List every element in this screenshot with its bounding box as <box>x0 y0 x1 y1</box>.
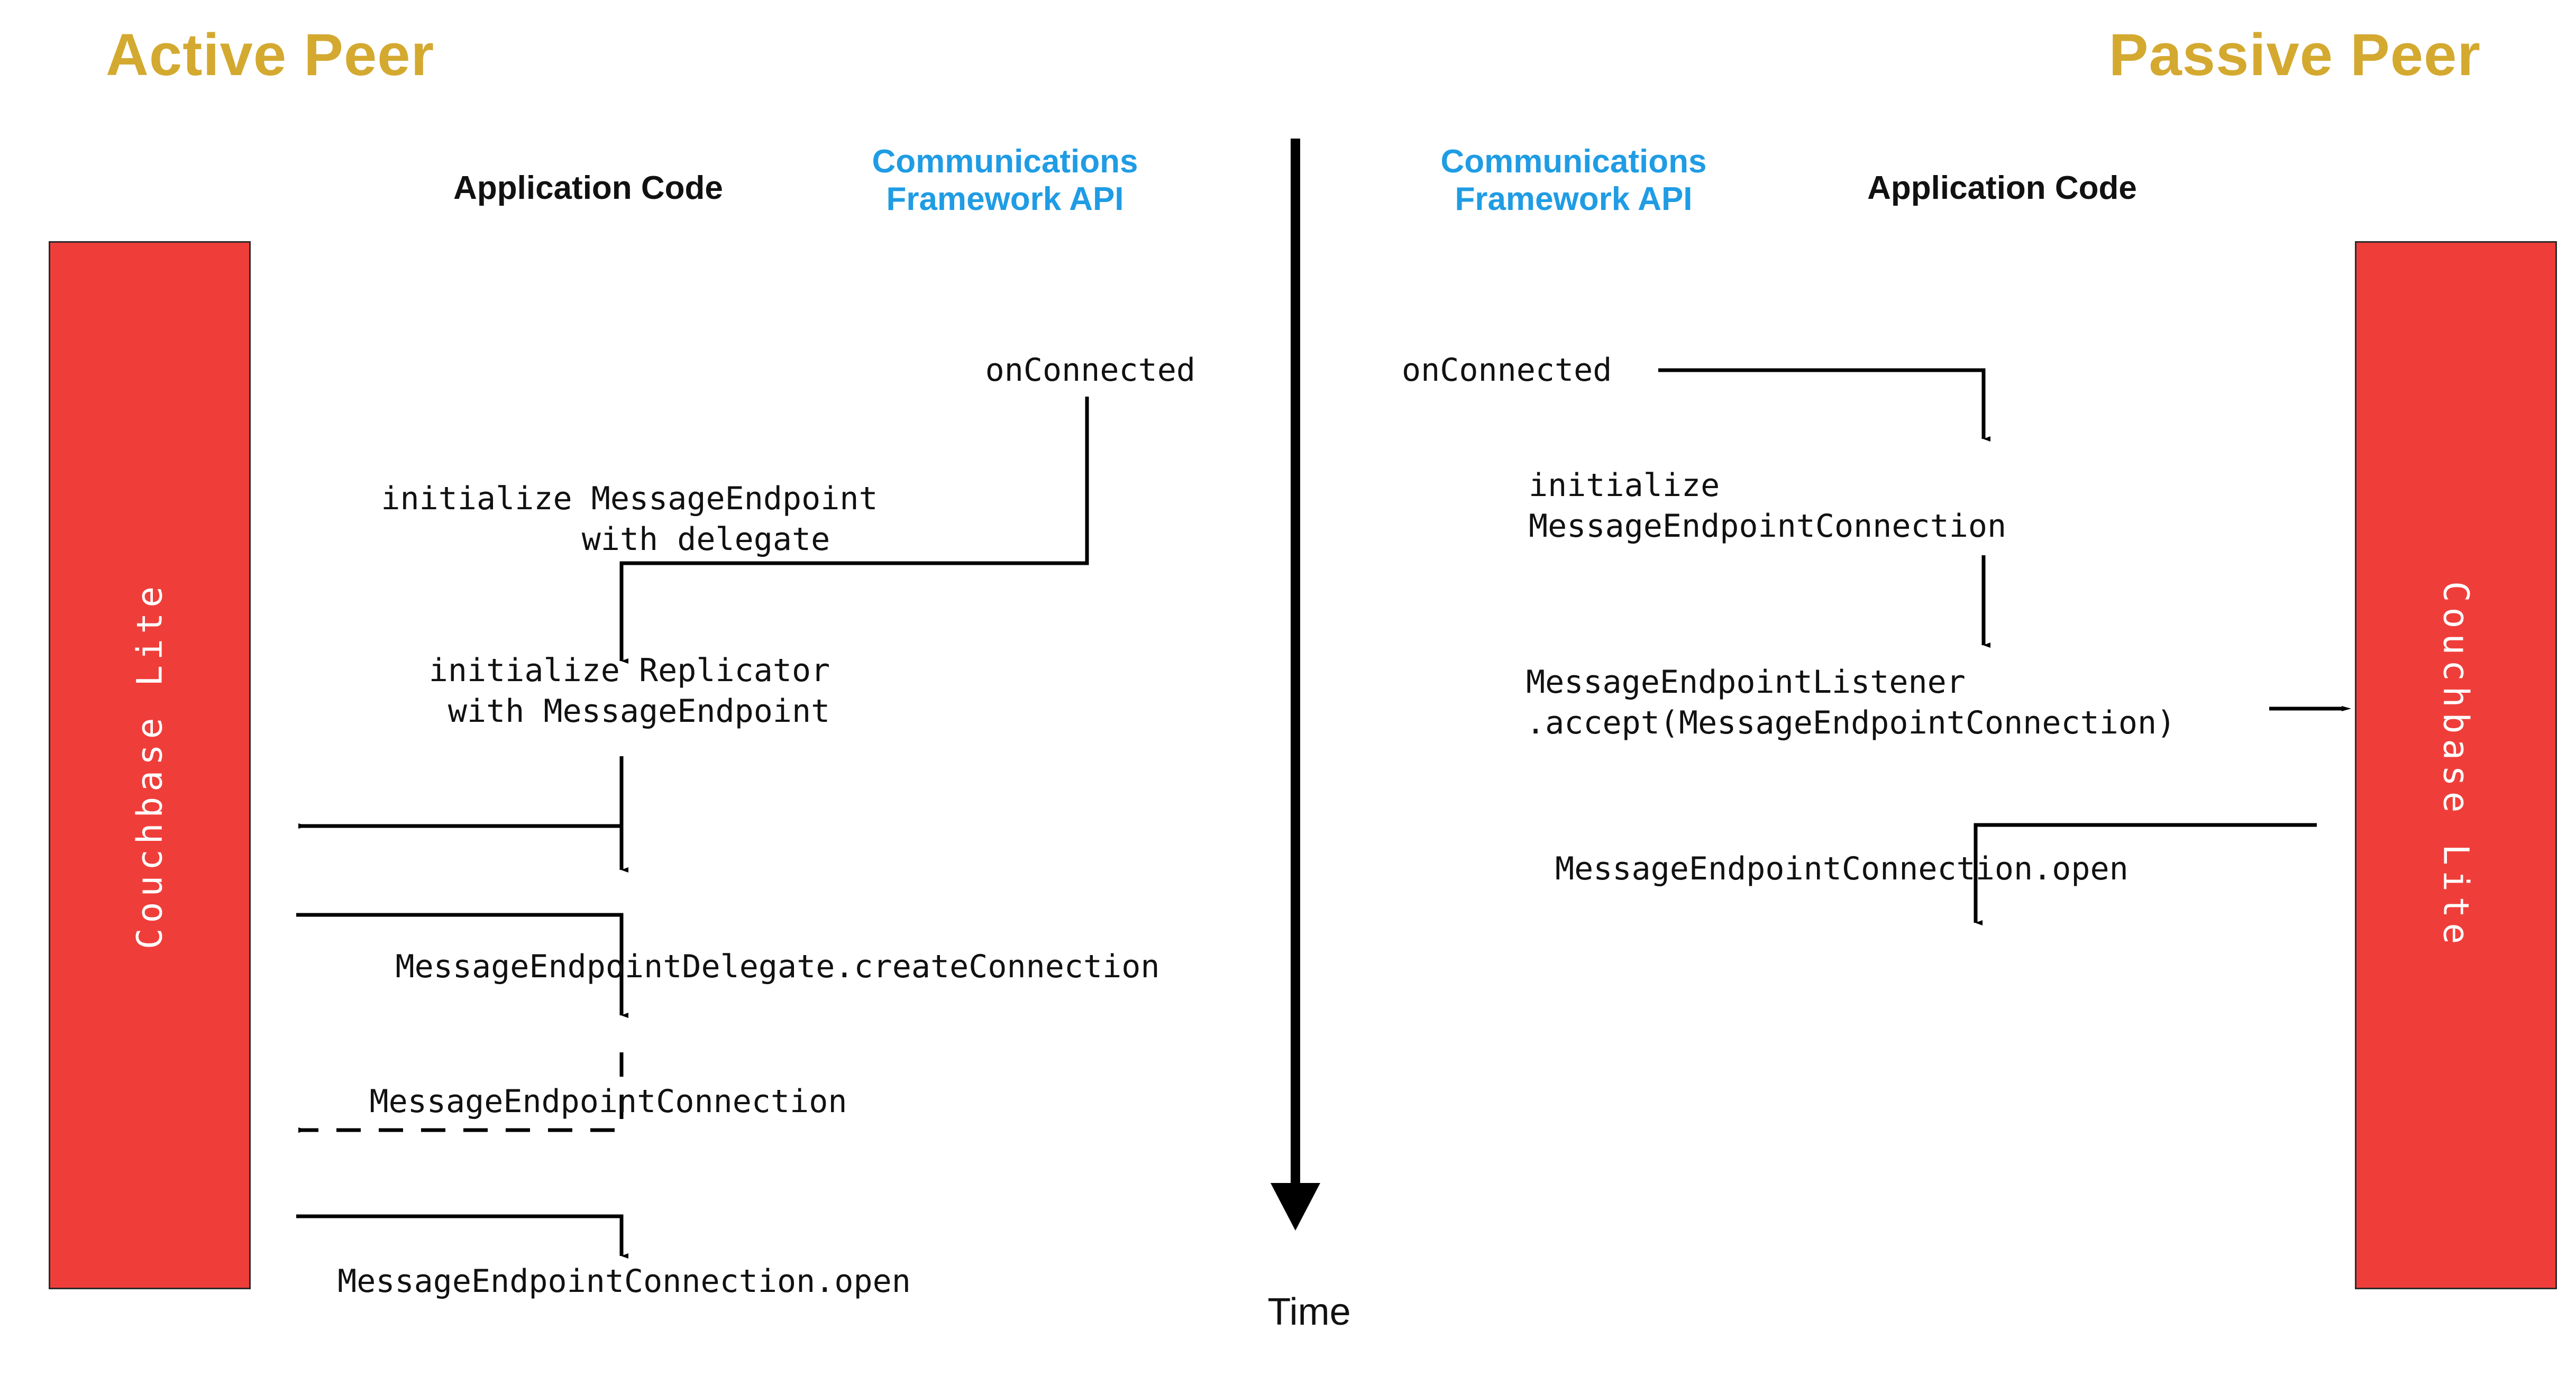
wire-active-couchbase-to-delegate-create <box>296 913 628 1018</box>
active-peer-title: Active Peer <box>106 22 435 88</box>
wire-active-onconnected-to-init-endpoint <box>619 397 1089 664</box>
time-axis-arrowhead <box>1271 1183 1320 1231</box>
api-header-line1: Communications <box>872 143 1138 180</box>
passive-step-connection-open: MessageEndpointConnection.open <box>1555 850 2129 887</box>
active-step-init-replicator: initialize Replicator with MessageEndpoi… <box>428 652 830 730</box>
time-axis-arrow <box>1271 139 1320 1231</box>
api-header-line2: Framework API <box>1455 181 1693 218</box>
time-axis-label: Time <box>1267 1291 1351 1333</box>
wire-passive-onconnected-to-init-connection <box>1658 368 1990 442</box>
api-header-line1: Communications <box>1440 143 1707 180</box>
api-header-line2: Framework API <box>886 181 1124 218</box>
active-step-init-endpoint: initialize MessageEndpoint with delegate <box>381 480 878 558</box>
passive-step-init-connection: initialize MessageEndpointConnection <box>1529 467 2007 545</box>
passive-step-onconnected: onConnected <box>1402 352 1612 389</box>
passive-couchbase-lite-bar: Couchbase Lite <box>2355 241 2557 1289</box>
time-axis-line <box>1291 139 1300 1187</box>
passive-application-code-header: Application Code <box>1867 170 2137 206</box>
passive-peer-title: Passive Peer <box>2108 22 2481 88</box>
active-step-connection-open: MessageEndpointConnection.open <box>337 1263 911 1300</box>
active-couchbase-lite-bar: Couchbase Lite <box>49 241 251 1289</box>
active-step-delegate-create-connection: MessageEndpointDelegate.createConnection <box>395 948 1160 985</box>
wire-passive-couchbase-to-connection-open <box>1974 823 2317 925</box>
active-step-onconnected: onConnected <box>985 352 1195 389</box>
passive-step-listener-accept: MessageEndpointListener .accept(MessageE… <box>1526 664 2176 741</box>
active-step-message-endpoint-connection: MessageEndpointConnection <box>369 1083 847 1120</box>
active-communications-framework-api-header: Communications Framework API <box>830 143 1180 218</box>
wire-active-init-replicator-to-couchbase <box>298 767 624 829</box>
passive-communications-framework-api-header: Communications Framework API <box>1399 143 1748 218</box>
active-application-code-header: Application Code <box>453 170 723 206</box>
wire-active-couchbase-to-connection-open <box>296 1214 628 1259</box>
